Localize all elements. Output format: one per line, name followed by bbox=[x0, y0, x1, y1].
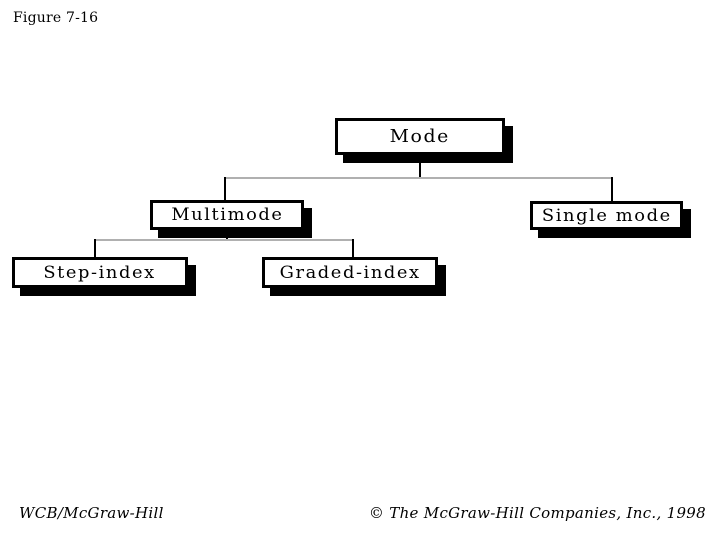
connector-mode-stem bbox=[419, 150, 421, 178]
connector-drop-multimode bbox=[224, 177, 226, 201]
tree-node-single-mode-label: Single mode bbox=[541, 205, 672, 226]
connector-level1-horizontal bbox=[225, 177, 613, 179]
connector-drop-graded-index bbox=[352, 239, 354, 258]
tree-node-step-index: Step-index bbox=[12, 257, 188, 288]
tree-node-mode: Mode bbox=[335, 118, 505, 155]
tree-node-graded-index-label: Graded-index bbox=[279, 262, 421, 283]
tree-node-mode-label: Mode bbox=[389, 126, 451, 147]
connector-drop-step-index bbox=[94, 239, 96, 258]
tree-node-single-mode: Single mode bbox=[530, 201, 683, 230]
footer-publisher: WCB/McGraw-Hill bbox=[19, 504, 164, 522]
tree-node-graded-index: Graded-index bbox=[262, 257, 438, 288]
tree-node-multimode: Multimode bbox=[150, 200, 304, 230]
tree-node-multimode-label: Multimode bbox=[170, 205, 284, 225]
footer-copyright: © The McGraw-Hill Companies, Inc., 1998 bbox=[368, 504, 706, 522]
connector-multimode-stem bbox=[226, 228, 228, 240]
connector-level2-horizontal bbox=[95, 239, 354, 241]
figure-label: Figure 7-16 bbox=[13, 10, 99, 26]
connector-drop-single-mode bbox=[611, 177, 613, 202]
tree-node-step-index-label: Step-index bbox=[43, 262, 157, 283]
